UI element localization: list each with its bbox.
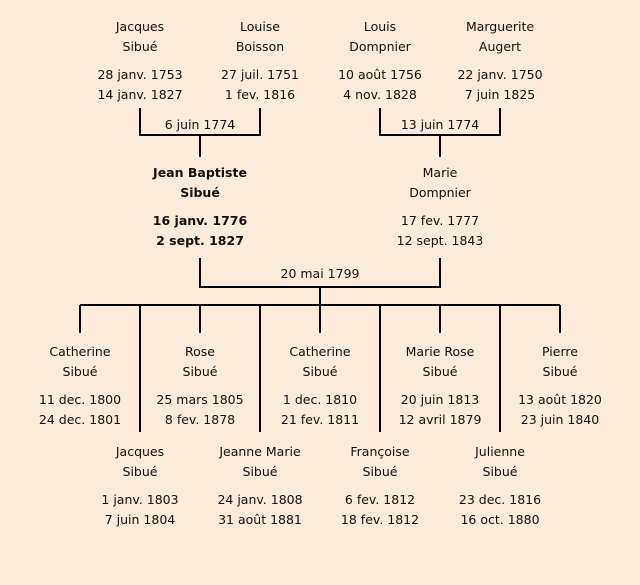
death-date: 18 fev. 1812	[340, 512, 420, 527]
first-name: Catherine	[49, 344, 111, 359]
death-date: 7 juin 1825	[464, 87, 536, 102]
marriage-date: 20 mai 1799	[280, 266, 360, 281]
birth-date: 25 mars 1805	[156, 392, 244, 407]
first-name: Jean Baptiste	[153, 165, 247, 180]
death-date: 12 sept. 1843	[396, 233, 484, 248]
last-name: Sibué	[542, 364, 578, 379]
marriage-date: 13 juin 1774	[400, 117, 480, 132]
death-date: 12 avril 1879	[398, 412, 482, 427]
last-name: Sibué	[482, 464, 518, 479]
first-name: Pierre	[542, 344, 578, 359]
last-name: Augert	[478, 39, 522, 54]
last-name: Sibué	[362, 464, 398, 479]
last-name: Sibué	[122, 464, 158, 479]
birth-date: 1 dec. 1810	[282, 392, 358, 407]
death-date: 21 fev. 1811	[280, 412, 360, 427]
death-date: 4 nov. 1828	[343, 87, 417, 102]
death-date: 7 juin 1804	[104, 512, 176, 527]
death-date: 23 juin 1840	[520, 412, 600, 427]
first-name: Françoise	[350, 444, 410, 459]
birth-date: 10 août 1756	[338, 67, 422, 82]
birth-date: 20 juin 1813	[400, 392, 480, 407]
last-name: Sibué	[180, 185, 220, 200]
first-name: Louise	[240, 19, 280, 34]
death-date: 31 août 1881	[218, 512, 302, 527]
connector-children	[79, 304, 561, 432]
death-date: 1 fev. 1816	[224, 87, 296, 102]
birth-date: 22 janv. 1750	[457, 67, 543, 82]
connector-parents	[199, 258, 441, 305]
birth-date: 6 fev. 1812	[344, 492, 416, 507]
first-name: Julienne	[475, 444, 525, 459]
birth-date: 11 dec. 1800	[38, 392, 122, 407]
birth-date: 23 dec. 1816	[458, 492, 542, 507]
death-date: 24 dec. 1801	[38, 412, 122, 427]
birth-date: 27 juil. 1751	[221, 67, 299, 82]
last-name: Sibué	[302, 364, 338, 379]
last-name: Sibué	[422, 364, 458, 379]
marriage-date: 6 juin 1774	[164, 117, 236, 132]
first-name: Jacques	[115, 19, 165, 34]
birth-date: 13 août 1820	[518, 392, 602, 407]
first-name: Marie Rose	[405, 344, 475, 359]
first-name: Marie	[422, 165, 458, 180]
last-name: Sibué	[62, 364, 98, 379]
death-date: 14 janv. 1827	[97, 87, 183, 102]
birth-date: 1 janv. 1803	[101, 492, 179, 507]
birth-date: 17 fev. 1777	[400, 213, 480, 228]
last-name: Dompnier	[409, 185, 471, 200]
connector-grandparents-sibue	[139, 108, 261, 157]
death-date: 16 oct. 1880	[460, 512, 540, 527]
first-name: Marguerite	[465, 19, 535, 34]
first-name: Louis	[363, 19, 397, 34]
last-name: Sibué	[242, 464, 278, 479]
first-name: Catherine	[289, 344, 351, 359]
last-name: Sibué	[122, 39, 158, 54]
death-date: 2 sept. 1827	[156, 233, 244, 248]
first-name: Jeanne Marie	[219, 444, 301, 459]
first-name: Rose	[185, 344, 215, 359]
last-name: Dompnier	[349, 39, 411, 54]
connector-grandparents-dompnier	[379, 108, 501, 157]
birth-date: 16 janv. 1776	[152, 213, 248, 228]
last-name: Boisson	[235, 39, 285, 54]
death-date: 8 fev. 1878	[164, 412, 236, 427]
first-name: Jacques	[115, 444, 165, 459]
birth-date: 24 janv. 1808	[217, 492, 303, 507]
last-name: Sibué	[182, 364, 218, 379]
birth-date: 28 janv. 1753	[97, 67, 183, 82]
